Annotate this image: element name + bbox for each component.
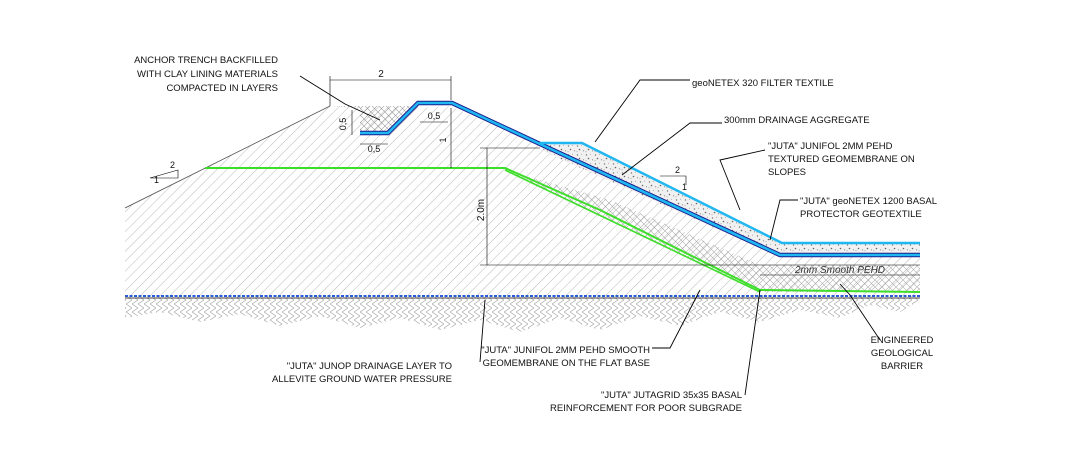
- svg-text:PROTECTOR GEOTEXTILE: PROTECTOR GEOTEXTILE: [800, 209, 922, 220]
- svg-text:ENGINEERED: ENGINEERED: [871, 335, 934, 346]
- junifol-smooth-label: "JUTA" JUNIFOL 2MM PEHD SMOOTH GEOMEMBRA…: [481, 345, 650, 369]
- anchor-trench-fill: [330, 106, 418, 135]
- svg-text:"JUTA" JUNOP DRAINAGE LAYER TO: "JUTA" JUNOP DRAINAGE LAYER TO: [287, 361, 452, 372]
- svg-text:geoNETEX 320 FILTER TEXTILE: geoNETEX 320 FILTER TEXTILE: [692, 78, 834, 89]
- smooth-pehd-label: 2mm Smooth PEHD: [794, 265, 885, 276]
- svg-text:ALLEVITE GROUND WATER PRESSURE: ALLEVITE GROUND WATER PRESSURE: [272, 374, 452, 385]
- green-line-upper: [205, 167, 921, 293]
- left-slope-indicator: 2 1: [149, 160, 179, 185]
- svg-text:"JUTA" JUTAGRID 35x35 BASAL: "JUTA" JUTAGRID 35x35 BASAL: [601, 390, 742, 401]
- svg-text:2: 2: [675, 165, 680, 175]
- top-width-label: 2: [378, 69, 384, 80]
- green-line-lower: [504, 169, 761, 293]
- svg-text:TEXTURED GEOMEMBRANE ON: TEXTURED GEOMEMBRANE ON: [768, 154, 915, 165]
- crest-step-label: 1: [438, 137, 448, 142]
- junifol-textured-label: "JUTA" JUNIFOL 2MM PEHD TEXTURED GEOMEMB…: [768, 141, 915, 178]
- svg-text:1: 1: [682, 182, 687, 192]
- svg-text:BARRIER: BARRIER: [881, 361, 923, 372]
- junop-drainage-label: "JUTA" JUNOP DRAINAGE LAYER TO ALLEVITE …: [272, 361, 452, 385]
- svg-text:GEOMEMBRANE ON THE FLAT BASE: GEOMEMBRANE ON THE FLAT BASE: [483, 358, 650, 369]
- trench-side-label: 0,5: [428, 111, 441, 121]
- svg-text:SLOPES: SLOPES: [768, 167, 806, 178]
- svg-text:WITH CLAY LINING MATERIALS: WITH CLAY LINING MATERIALS: [137, 69, 278, 80]
- svg-text:1: 1: [154, 175, 159, 185]
- svg-text:COMPACTED IN LAYERS: COMPACTED IN LAYERS: [166, 83, 278, 94]
- svg-text:2: 2: [170, 160, 175, 170]
- height-dimension-label: 2.0m: [476, 199, 487, 221]
- trench-depth-label: 0,5: [338, 118, 348, 131]
- trench-base-label: 0,5: [368, 144, 381, 154]
- svg-text:"JUTA" JUNIFOL 2MM PEHD: "JUTA" JUNIFOL 2MM PEHD: [768, 141, 893, 152]
- svg-text:ANCHOR TRENCH BACKFILLED: ANCHOR TRENCH BACKFILLED: [134, 55, 278, 66]
- svg-text:"JUTA" geoNETEX 1200 BASAL: "JUTA" geoNETEX 1200 BASAL: [800, 196, 937, 207]
- svg-text:300mm DRAINAGE AGGREGATE: 300mm DRAINAGE AGGREGATE: [724, 115, 870, 126]
- jutagrid-label: "JUTA" JUTAGRID 35x35 BASAL REINFORCEMEN…: [550, 390, 742, 414]
- filter-textile: [540, 141, 920, 245]
- drainage-aggregate-label: 300mm DRAINAGE AGGREGATE: [724, 115, 870, 126]
- svg-text:REINFORCEMENT FOR POOR SUBGRAD: REINFORCEMENT FOR POOR SUBGRADE: [550, 403, 742, 414]
- drainage-aggregate-fill: [540, 143, 920, 257]
- subgrade-base: [125, 298, 920, 332]
- anchor-trench-label: ANCHOR TRENCH BACKFILLED WITH CLAY LININ…: [134, 55, 278, 94]
- svg-text:"JUTA" JUNIFOL 2MM PEHD SMOOTH: "JUTA" JUNIFOL 2MM PEHD SMOOTH: [481, 345, 650, 356]
- geological-barrier: [505, 170, 920, 292]
- embankment-outline: [124, 105, 331, 209]
- basal-protector-label: "JUTA" geoNETEX 1200 BASAL PROTECTOR GEO…: [800, 196, 937, 220]
- geomembrane-liner-blue: [360, 101, 920, 257]
- right-slope-indicator: 2 1: [660, 165, 687, 192]
- filter-textile-label: geoNETEX 320 FILTER TEXTILE: [692, 78, 834, 89]
- svg-text:GEOLOGICAL: GEOLOGICAL: [871, 348, 933, 359]
- engineered-barrier-label: ENGINEERED GEOLOGICAL BARRIER: [871, 335, 934, 372]
